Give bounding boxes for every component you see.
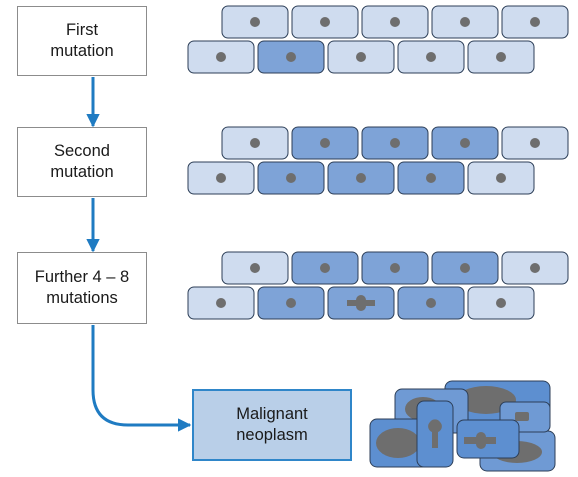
final-label: Malignant neoplasm bbox=[236, 405, 308, 444]
neoplasm-nucleus bbox=[376, 428, 420, 458]
cell-nucleus bbox=[216, 298, 226, 308]
cell-nucleus bbox=[530, 138, 540, 148]
cell-nucleus bbox=[530, 17, 540, 27]
cell-nucleus bbox=[356, 52, 366, 62]
cell-nucleus bbox=[320, 138, 330, 148]
cell-nucleus bbox=[460, 17, 470, 27]
cell-nucleus bbox=[216, 173, 226, 183]
cell-nucleus bbox=[390, 138, 400, 148]
abnormal-nucleus bbox=[347, 295, 375, 311]
cell-nucleus bbox=[250, 17, 260, 27]
cell-nucleus bbox=[460, 138, 470, 148]
neoplasm-nucleus bbox=[464, 432, 496, 449]
cell-nucleus bbox=[460, 263, 470, 273]
neoplasm-nucleus bbox=[428, 419, 442, 448]
cell-nucleus bbox=[250, 138, 260, 148]
cell-nucleus bbox=[320, 263, 330, 273]
cell-nucleus bbox=[390, 17, 400, 27]
neoplasm-nucleus bbox=[515, 412, 529, 421]
step-box-second-mutation: Second mutation bbox=[17, 127, 147, 197]
cell-nucleus bbox=[426, 298, 436, 308]
cell-nucleus bbox=[286, 52, 296, 62]
cell-nucleus bbox=[250, 263, 260, 273]
cell-nucleus bbox=[496, 173, 506, 183]
cell-nucleus bbox=[286, 298, 296, 308]
cell-nucleus bbox=[530, 263, 540, 273]
arrow-3-to-final bbox=[91, 325, 192, 432]
cell-nucleus bbox=[496, 298, 506, 308]
final-box-malignant-neoplasm: Malignant neoplasm bbox=[192, 389, 352, 461]
cell-nucleus bbox=[356, 173, 366, 183]
step-box-further-mutations: Further 4 – 8 mutations bbox=[17, 252, 147, 324]
step-box-first-mutation: First mutation bbox=[17, 6, 147, 76]
cell-nucleus bbox=[286, 173, 296, 183]
cell-nucleus bbox=[320, 17, 330, 27]
cell-nucleus bbox=[426, 173, 436, 183]
cell-nucleus bbox=[390, 263, 400, 273]
step-label: Further 4 – 8 mutations bbox=[34, 268, 130, 307]
step-label: First mutation bbox=[50, 21, 114, 60]
step-label: Second mutation bbox=[50, 142, 114, 181]
cell-nucleus bbox=[216, 52, 226, 62]
cell-nucleus bbox=[496, 52, 506, 62]
cell-nucleus bbox=[426, 52, 436, 62]
